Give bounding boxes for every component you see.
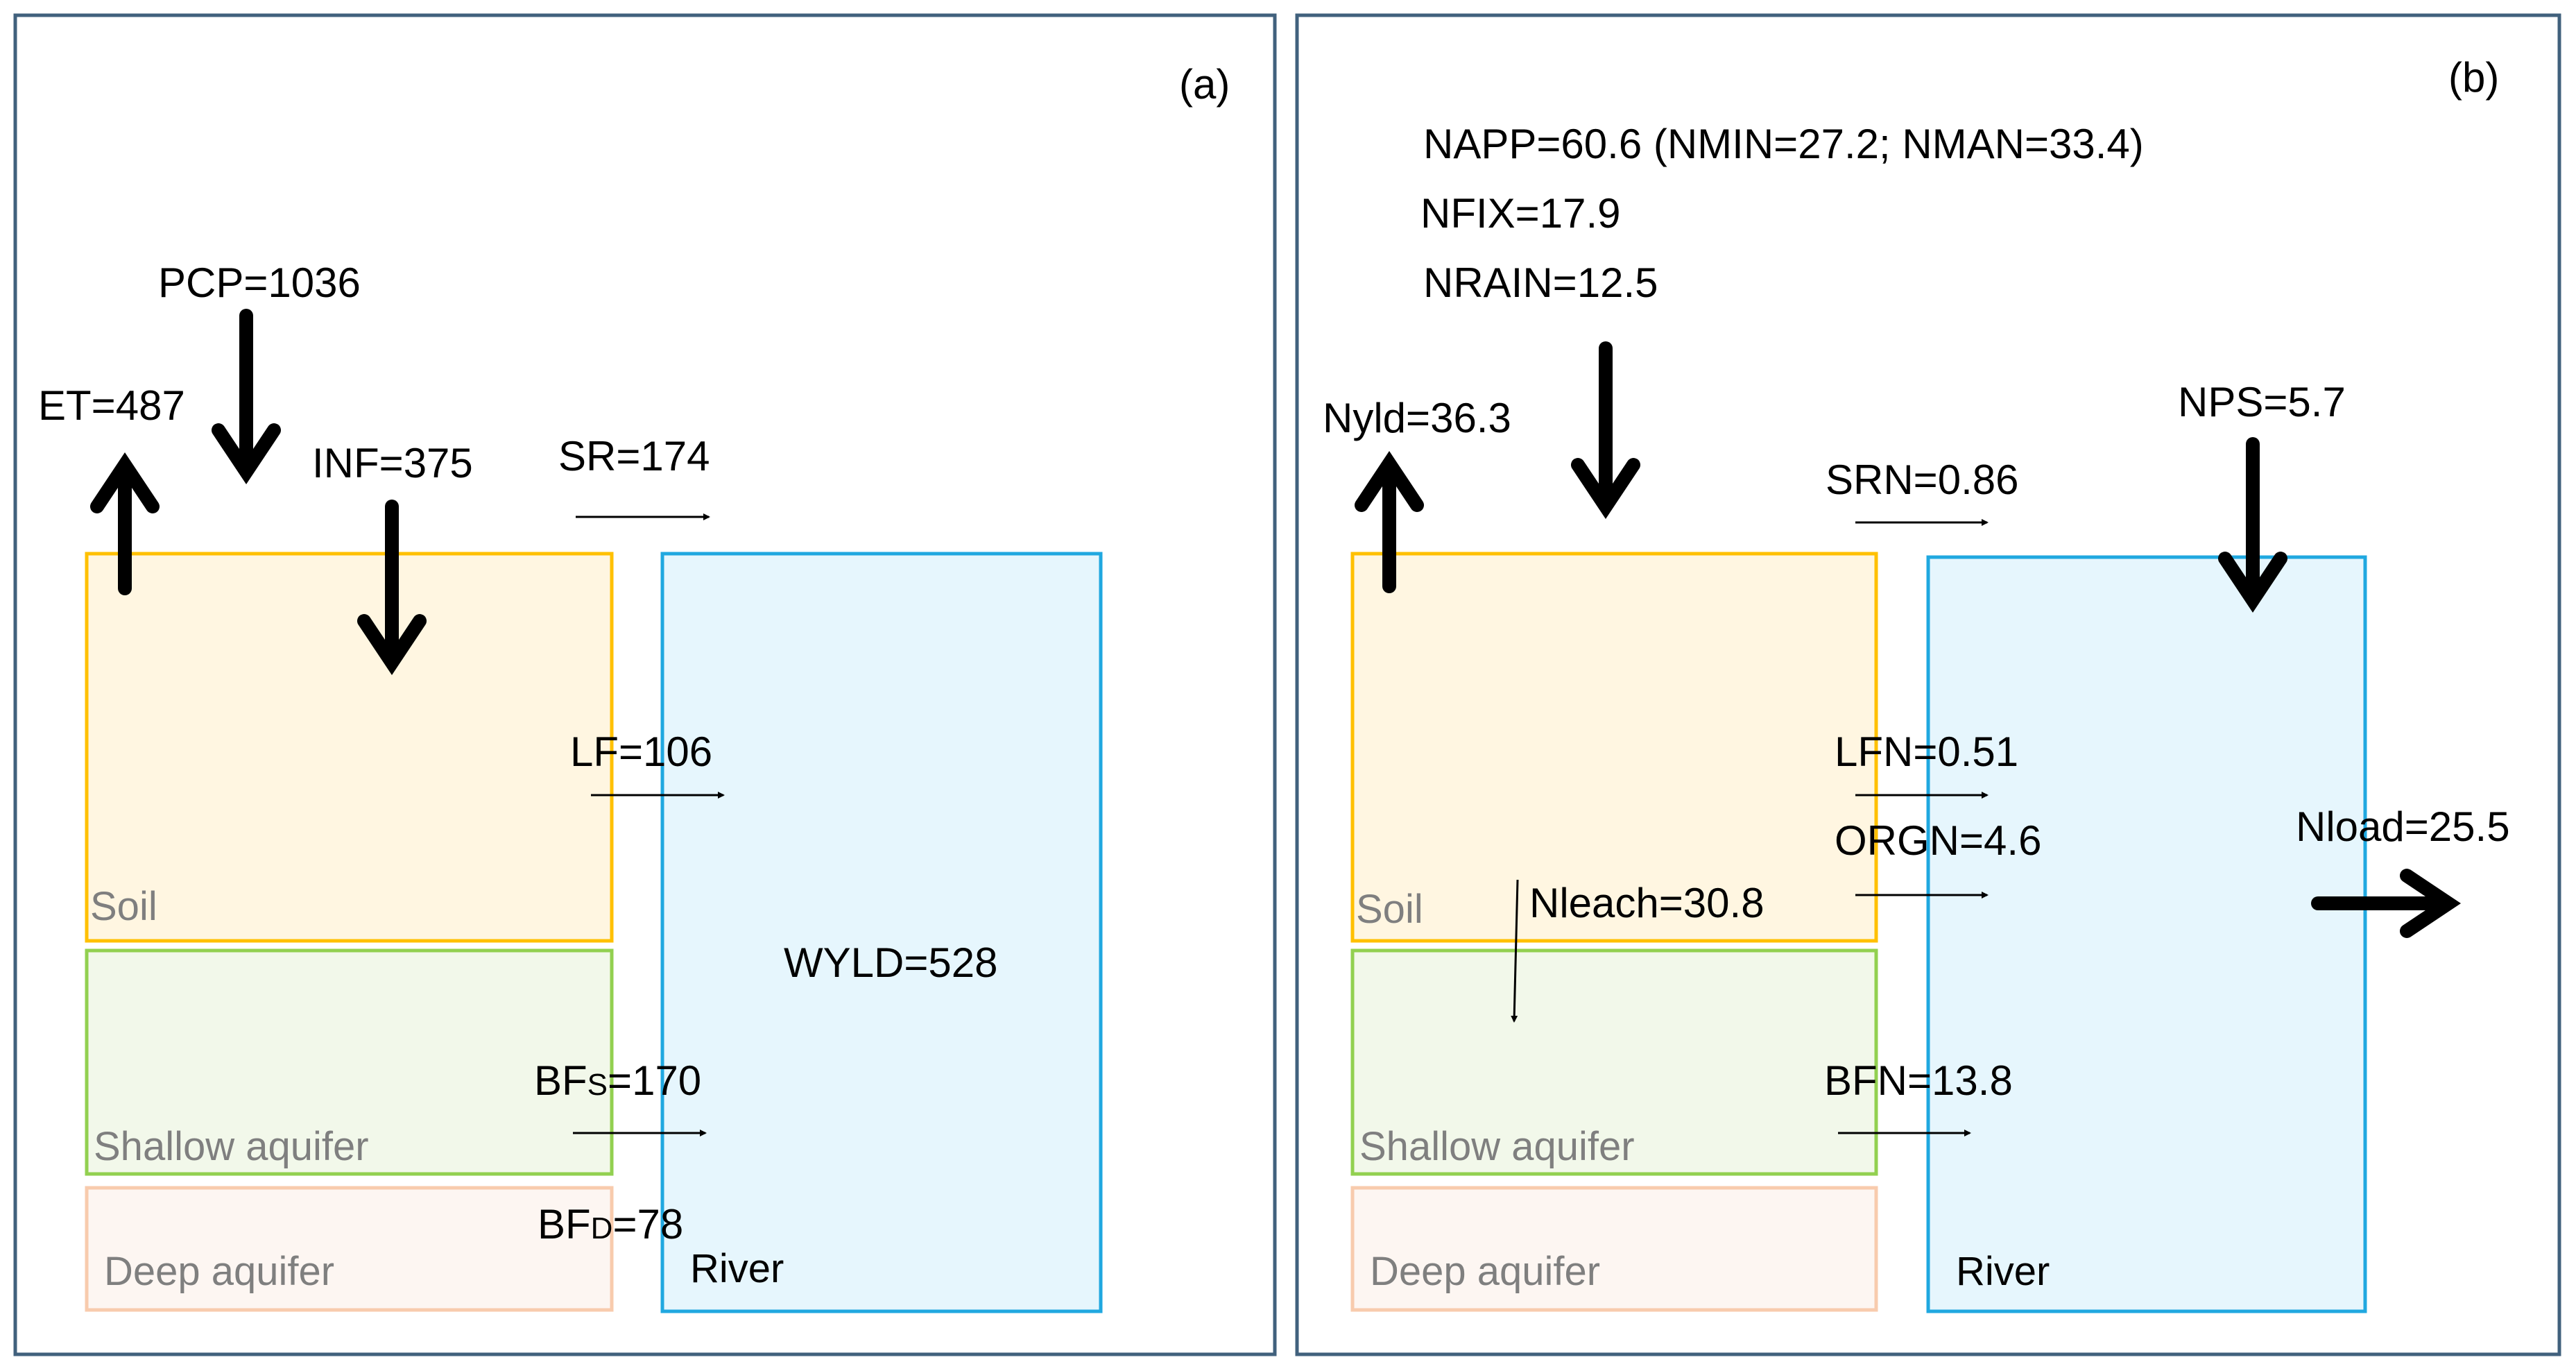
nload-arrow bbox=[2311, 869, 2462, 938]
nyld-label: Nyld=36.3 bbox=[1323, 395, 1511, 441]
nleach-arrow bbox=[1511, 879, 1519, 1023]
nload-label: Nload=25.5 bbox=[2296, 803, 2510, 850]
panel-b: (b) Soil Shallow aquifer Deep aquifer Ri… bbox=[1295, 13, 2561, 1356]
pcp-arrow bbox=[212, 309, 281, 485]
soil-label: Soil bbox=[90, 884, 157, 929]
nleach-label: Nleach=30.8 bbox=[1529, 880, 1764, 926]
pcp-label: PCP=1036 bbox=[158, 259, 361, 306]
wyld-label: WYLD=528 bbox=[784, 939, 998, 986]
lf-label: LF=106 bbox=[570, 729, 712, 775]
river-zone bbox=[1926, 555, 2367, 1313]
deep-aquifer-zone bbox=[1350, 1186, 1878, 1312]
deep-aquifer-label: Deep aquifer bbox=[104, 1249, 334, 1294]
panel-a-tag: (a) bbox=[1179, 61, 1230, 108]
sr-label: SR=174 bbox=[558, 433, 710, 479]
river-label: River bbox=[1956, 1249, 2050, 1294]
soil-zone bbox=[85, 552, 614, 943]
shallow-aquifer-label: Shallow aquifer bbox=[94, 1124, 369, 1169]
soil-label: Soil bbox=[1356, 887, 1423, 932]
deep-aquifer-label: Deep aquifer bbox=[1370, 1249, 1600, 1294]
shallow-aquifer-label: Shallow aquifer bbox=[1359, 1124, 1635, 1169]
panel-b-tag: (b) bbox=[2448, 54, 2499, 101]
nyld-arrow bbox=[1355, 450, 1424, 593]
bfs-label: BFS=170 bbox=[534, 1057, 701, 1104]
shallow-aquifer-zone bbox=[85, 948, 614, 1176]
lfn-label: LFN=0.51 bbox=[1835, 729, 2018, 775]
river-label: River bbox=[690, 1246, 784, 1291]
panel-a: (a) Soil Shallow aquifer Deep aquifer Ri… bbox=[13, 13, 1277, 1356]
bfd-label: BFD=78 bbox=[538, 1201, 683, 1247]
napp-arrow bbox=[1571, 341, 1640, 520]
river-zone bbox=[660, 552, 1103, 1313]
orgn-label: ORGN=4.6 bbox=[1835, 817, 2041, 864]
et-arrow bbox=[90, 452, 160, 595]
srn-label: SRN=0.86 bbox=[1826, 457, 2019, 503]
inf-label: INF=375 bbox=[312, 440, 473, 486]
nps-arrow bbox=[2218, 437, 2287, 613]
inf-arrow bbox=[357, 500, 427, 676]
soil-zone bbox=[1350, 552, 1878, 943]
nps-label: NPS=5.7 bbox=[2178, 379, 2346, 425]
napp-label: NAPP=60.6 (NMIN=27.2; NMAN=33.4) bbox=[1423, 121, 2144, 167]
nrain-label: NRAIN=12.5 bbox=[1423, 259, 1658, 306]
shallow-aquifer-zone bbox=[1350, 948, 1878, 1176]
deep-aquifer-zone bbox=[85, 1186, 614, 1312]
et-label: ET=487 bbox=[38, 382, 185, 429]
bfn-label: BFN=13.8 bbox=[1824, 1057, 2013, 1104]
nfix-label: NFIX=17.9 bbox=[1420, 190, 1621, 237]
